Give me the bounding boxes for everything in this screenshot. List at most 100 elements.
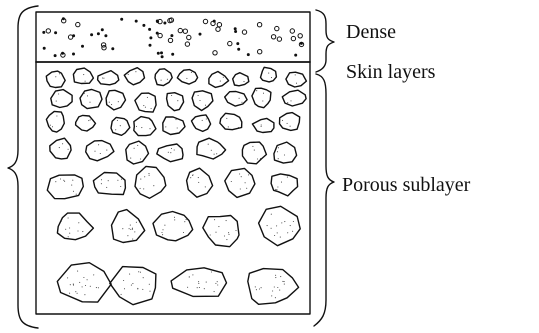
pore-stipple (284, 154, 285, 155)
pore-stipple (175, 119, 176, 120)
pore-stipple (228, 126, 229, 127)
pore-stipple (174, 149, 175, 150)
pore-stipple (245, 182, 246, 183)
pore-stipple (241, 102, 242, 103)
pore-stipple (141, 127, 142, 128)
pore-stipple (183, 232, 184, 233)
pore-stipple (177, 100, 178, 101)
pore-cell (51, 90, 72, 108)
pore-cell (111, 117, 130, 135)
pore-stipple (267, 225, 268, 226)
pore-stipple (140, 158, 141, 159)
pore-stipple (243, 81, 244, 82)
pore-cell (192, 91, 213, 111)
pore-stipple (211, 150, 212, 151)
pore-cell (46, 111, 64, 132)
pore-stipple (214, 291, 215, 292)
pore-stipple (226, 118, 227, 119)
pore-stipple (132, 283, 133, 284)
skin-dot (156, 20, 158, 22)
pore-stipple (56, 115, 57, 116)
pore-stipple (87, 95, 88, 96)
skin-dot (68, 35, 72, 39)
pore-stipple (246, 188, 247, 189)
pore-stipple (268, 73, 269, 74)
pore-stipple (277, 151, 278, 152)
pore-stipple (69, 227, 70, 228)
pore-stipple (224, 235, 225, 236)
pore-stipple (145, 107, 146, 108)
skin-dot (172, 53, 174, 55)
pore-stipple (70, 284, 71, 285)
pore-stipple (83, 277, 84, 278)
pore-stipple (103, 78, 104, 79)
pore-stipple (147, 97, 148, 98)
skin-dot (185, 42, 189, 46)
pore-stipple (271, 295, 272, 296)
pore-stipple (257, 158, 258, 159)
skin-dot (46, 29, 50, 33)
pore-cell (135, 93, 156, 112)
pore-stipple (261, 126, 262, 127)
pore-stipple (284, 284, 285, 285)
skin-layers-label: Skin layers (346, 62, 435, 82)
pore-stipple (130, 229, 131, 230)
pore-stipple (260, 158, 261, 159)
pore-stipple (272, 290, 273, 291)
pore-stipple (108, 180, 109, 181)
pore-cell (274, 142, 297, 163)
skin-dot (97, 33, 99, 35)
pore-stipple (143, 277, 144, 278)
pore-stipple (121, 179, 122, 180)
skin-dot (237, 43, 239, 45)
pore-stipple (277, 186, 278, 187)
pore-stipple (177, 127, 178, 128)
pore-stipple (73, 284, 74, 285)
pore-stipple (226, 239, 227, 240)
pore-stipple (197, 287, 198, 288)
pore-cell (153, 212, 193, 241)
pore-stipple (199, 287, 200, 288)
pore-stipple (96, 287, 97, 288)
skin-dot (247, 54, 249, 56)
pore-stipple (191, 72, 192, 73)
pore-stipple (238, 127, 239, 128)
pore-cell (280, 113, 300, 131)
skin-dot (235, 31, 237, 33)
pore-stipple (274, 286, 275, 287)
pore-cell (112, 210, 145, 243)
pore-cell (73, 68, 93, 83)
pore-stipple (282, 120, 283, 121)
pore-stipple (149, 128, 150, 129)
pore-stipple (117, 180, 118, 181)
pore-cell (57, 263, 111, 302)
pore-stipple (149, 175, 150, 176)
pore-stipple (149, 284, 150, 285)
pore-stipple (228, 232, 229, 233)
pore-stipple (205, 105, 206, 106)
pore-stipple (134, 231, 135, 232)
pore-cell (57, 213, 93, 240)
pore-cell (80, 89, 102, 108)
pore-stipple (87, 279, 88, 280)
pore-cell (157, 144, 183, 162)
pore-stipple (106, 150, 107, 151)
pore-stipple (206, 118, 207, 119)
pore-stipple (215, 232, 216, 233)
pore-cell (167, 93, 184, 111)
skin-dot (238, 48, 240, 50)
pore-stipple (274, 235, 275, 236)
skin-dot (82, 45, 84, 47)
pore-cell (135, 166, 166, 198)
pore-stipple (162, 234, 163, 235)
pore-stipple (94, 151, 95, 152)
pore-stipple (278, 147, 279, 148)
skin-dot (234, 28, 236, 30)
pore-stipple (59, 73, 60, 74)
pore-stipple (275, 275, 276, 276)
pore-stipple (275, 297, 276, 298)
pore-cell (271, 174, 298, 196)
pore-cell (46, 71, 65, 87)
pore-stipple (276, 225, 277, 226)
pore-stipple (275, 277, 276, 278)
